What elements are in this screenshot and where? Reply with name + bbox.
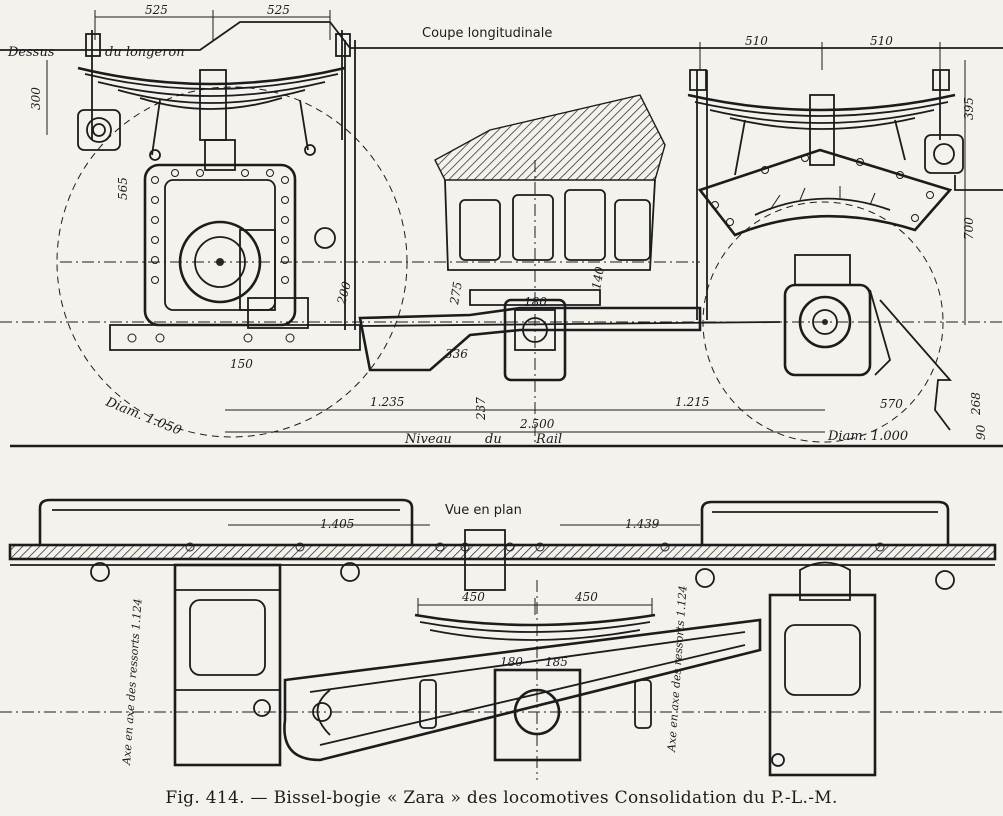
svg-text:1.235: 1.235 — [370, 395, 404, 409]
center-casting — [434, 94, 666, 271]
section-title-plan: Vue en plan — [445, 503, 522, 518]
dim-268: 268 — [969, 392, 983, 416]
dim-150: 150 — [230, 357, 253, 371]
dim-565: 565 — [116, 177, 130, 200]
section-title-coupe: Coupe longitudinale — [422, 26, 552, 41]
plan-left-link — [419, 679, 437, 729]
label-du: du — [485, 432, 502, 447]
dim-185-plan: 185 — [545, 655, 568, 669]
dim-1405: 1.405 — [320, 517, 354, 531]
svg-text:2.500: 2.500 — [519, 417, 555, 431]
dim-395: 395 — [962, 97, 976, 120]
plan-right-wheel — [700, 500, 950, 545]
left-lower-bracket — [109, 324, 361, 351]
technical-drawing: 525 525 Coupe longitudinale Dessus du lo… — [0, 3, 1003, 780]
dim-570: 570 — [880, 397, 903, 411]
plan-left-guide — [173, 563, 282, 767]
bissel-beam — [358, 306, 702, 372]
right-stay — [879, 299, 952, 431]
left-axlebox-bolts — [151, 169, 289, 284]
svg-text:1.215: 1.215 — [675, 395, 709, 409]
label-axe-left: Axe en axe des ressorts 1.124 — [120, 598, 145, 766]
label-diam-left: Diam. 1.050 — [103, 394, 184, 438]
caption-dash: — — [250, 788, 268, 808]
left-leaf-spring — [77, 30, 351, 161]
right-axlebox — [783, 254, 892, 377]
dim-top-left: 525 525 — [94, 3, 331, 40]
dim-span-1235: 1.235 — [225, 395, 535, 411]
label-diam-right: Diam. 1.000 — [827, 429, 908, 444]
dim-1439: 1.439 — [625, 517, 660, 531]
dim-237: 237 — [474, 397, 488, 421]
right-leaf-spring — [687, 69, 956, 320]
dim-510-right: 510 — [870, 34, 893, 48]
dim-700: 700 — [962, 217, 976, 240]
plan-view: Vue en plan 1.405 1.439 — [0, 498, 1003, 780]
dim-90: 90 — [974, 424, 988, 440]
plan-left-wheel — [38, 498, 414, 545]
label-longeron: du longeron — [105, 45, 185, 60]
dim-180-elev: 180 — [524, 295, 547, 309]
right-fan-sector — [697, 148, 953, 237]
dim-336: 336 — [445, 347, 468, 361]
figure-caption: Fig. 414. — Bissel-bogie « Zara » des lo… — [0, 788, 1003, 814]
plan-right-link — [634, 679, 652, 729]
dim-450-a: 450 — [461, 590, 485, 604]
right-frame-bracket — [924, 134, 1003, 191]
right-wheel-outline — [702, 201, 944, 443]
dim-140: 140 — [589, 265, 607, 290]
dim-510-left: 510 — [745, 34, 768, 48]
dim-525-right: 525 — [267, 3, 290, 17]
dim-200: 200 — [334, 280, 354, 307]
left-bolt-block — [247, 297, 309, 329]
caption-text: Bissel-bogie « Zara » des locomotives Co… — [273, 788, 838, 808]
label-niveau: Niveau — [404, 432, 452, 447]
dim-275: 275 — [447, 281, 465, 307]
dim-300: 300 — [29, 87, 43, 110]
plan-frame-band — [8, 543, 997, 561]
longitudinal-section: 525 525 Coupe longitudinale Dessus du lo… — [0, 3, 1003, 448]
left-frame-bracket — [77, 109, 121, 151]
dim-180-plan: 180 — [500, 655, 523, 669]
dim-525-left: 525 — [145, 3, 168, 17]
dim-450-b: 450 — [574, 590, 598, 604]
label-rail: Rail — [535, 432, 562, 447]
label-dessus: Dessus — [7, 45, 55, 60]
dim-span-1215: 1.215 — [535, 395, 825, 411]
dim-top-right: 510 510 — [699, 34, 941, 70]
frame-top-line — [0, 21, 1003, 51]
plan-right-guide — [768, 561, 877, 777]
plan-bissel-frame — [283, 618, 762, 762]
plan-center-spring: 450 450 180 185 — [414, 529, 656, 780]
dim-span-2500: 2.500 — [225, 417, 825, 433]
caption-fig-number: Fig. 414. — [165, 788, 245, 808]
plan-frame-bolts — [90, 542, 955, 590]
